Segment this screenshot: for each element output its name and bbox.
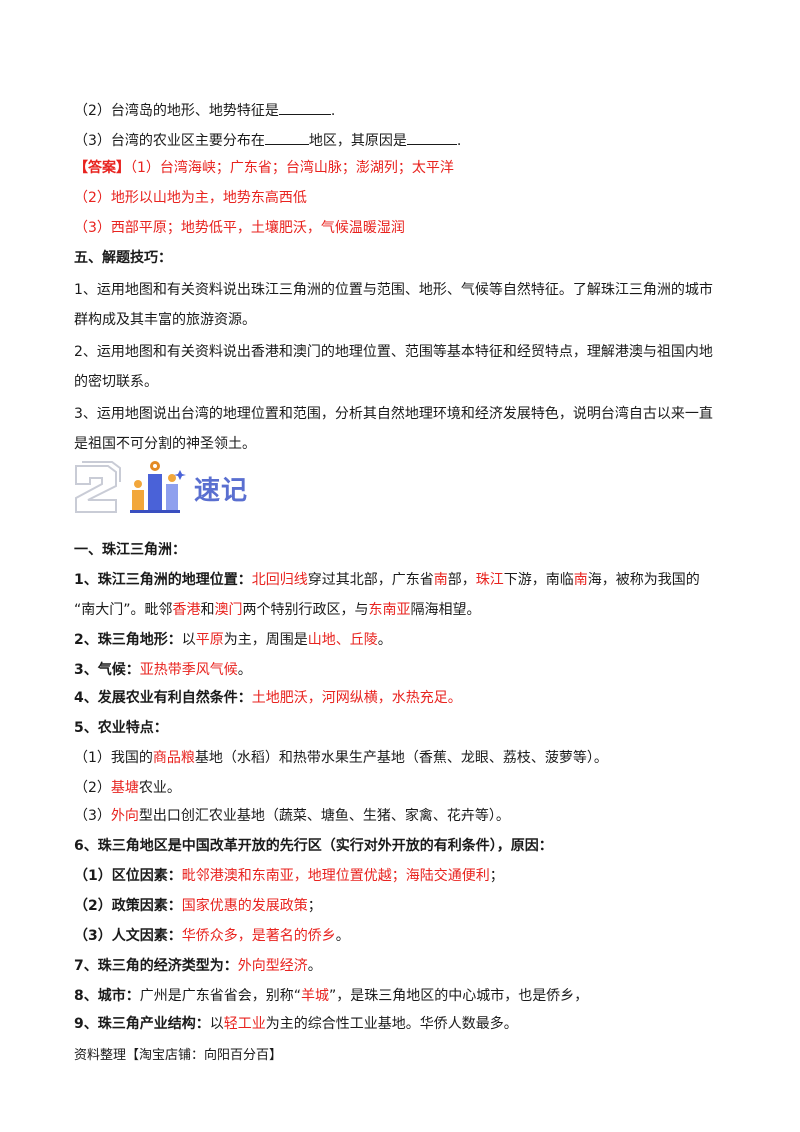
note-2: 2、珠三角地形：以平原为主，周围是山地、丘陵。 xyxy=(74,632,392,648)
question-3: （3）台湾的农业区主要分布在地区，其原因是. xyxy=(74,130,461,151)
footer-source: 资料整理【淘宝店铺：向阳百分百】 xyxy=(74,1048,283,1063)
tip-2-line-1: 2、运用地图和有关资料说出香港和澳门的地理位置、范围等基本特征和经贸特点，理解港… xyxy=(74,344,713,360)
answer-line-2: （2）地形以山地为主，地势东高西低 xyxy=(74,190,307,206)
note-3: 3、气候：亚热带季风气候。 xyxy=(74,662,252,678)
answer-line-1: 【答案】（1）台湾海峡；广东省；台湾山脉；澎湖列；太平洋 xyxy=(74,160,454,176)
answer-blank xyxy=(406,130,457,145)
note-5-item-2: （2）基塘农业。 xyxy=(74,780,181,796)
note-1-line-2: “南大门”。毗邻香港和澳门两个特别行政区，与东南亚隔海相望。 xyxy=(74,602,481,618)
tip-1-line-1: 1、运用地图和有关资料说出珠江三角洲的位置与范围、地形、气候等自然特征。了解珠江… xyxy=(74,282,713,298)
section-heading-tips: 五、解题技巧： xyxy=(74,250,172,266)
tip-2-line-2: 的密切联系。 xyxy=(74,374,158,390)
note-9: 9、珠三角产业结构：以轻工业为主的综合性工业基地。华侨人数最多。 xyxy=(74,1016,518,1032)
tip-1-line-2: 群构成及其丰富的旅游资源。 xyxy=(74,312,256,328)
answer-line-3: （3）西部平原；地势低平，土壤肥沃，气候温暖湿润 xyxy=(74,220,405,236)
answer-blank xyxy=(278,100,331,115)
note-8: 8、城市：广州是广东省省会，别称“羊城”，是珠三角地区的中心城市，也是侨乡， xyxy=(74,988,589,1004)
tip-3-line-1: 3、运用地图说出台湾的地理位置和范围，分析其自然地理环境和经济发展特色，说明台湾… xyxy=(74,406,713,422)
answer-blank xyxy=(264,130,309,145)
note-6-factor-1: （1）区位因素：毗邻港澳和东南亚，地理位置优越；海陆交通便利； xyxy=(74,868,504,884)
note-5-item-1: （1）我国的商品粮基地（水稻）和热带水果生产基地（香蕉、龙眼、荔枝、菠萝等）。 xyxy=(74,750,608,766)
question-2: （2）台湾岛的地形、地势特征是. xyxy=(74,100,335,121)
tip-3-line-2: 是祖国不可分割的神圣领土。 xyxy=(74,436,256,452)
note-6-factor-2: （2）政策因素：国家优惠的发展政策； xyxy=(74,898,322,914)
note-4: 4、发展农业有利自然条件：土地肥沃，河网纵横，水热充足。 xyxy=(74,690,462,706)
note-5-item-3: （3）外向型出口创汇农业基地（蔬菜、塘鱼、生猪、家禽、花卉等）。 xyxy=(74,808,510,824)
note-5-heading: 5、农业特点： xyxy=(74,720,168,736)
note-1-line-1: 1、珠江三角洲的地理位置：北回归线穿过其北部，广东省南部，珠江下游，南临南海，被… xyxy=(74,572,700,588)
notes-heading: 一、珠江三角洲： xyxy=(74,542,186,558)
banner-title: 速记 xyxy=(194,476,249,506)
note-7: 7、珠三角的经济类型为：外向型经济。 xyxy=(74,958,322,974)
note-6-factor-3: （3）人文因素：华侨众多，是著名的侨乡。 xyxy=(74,928,350,944)
ranking-podium-icon xyxy=(75,461,186,513)
note-6-heading: 6、珠三角地区是中国改革开放的先行区（实行对外开放的有利条件），原因： xyxy=(74,838,553,854)
